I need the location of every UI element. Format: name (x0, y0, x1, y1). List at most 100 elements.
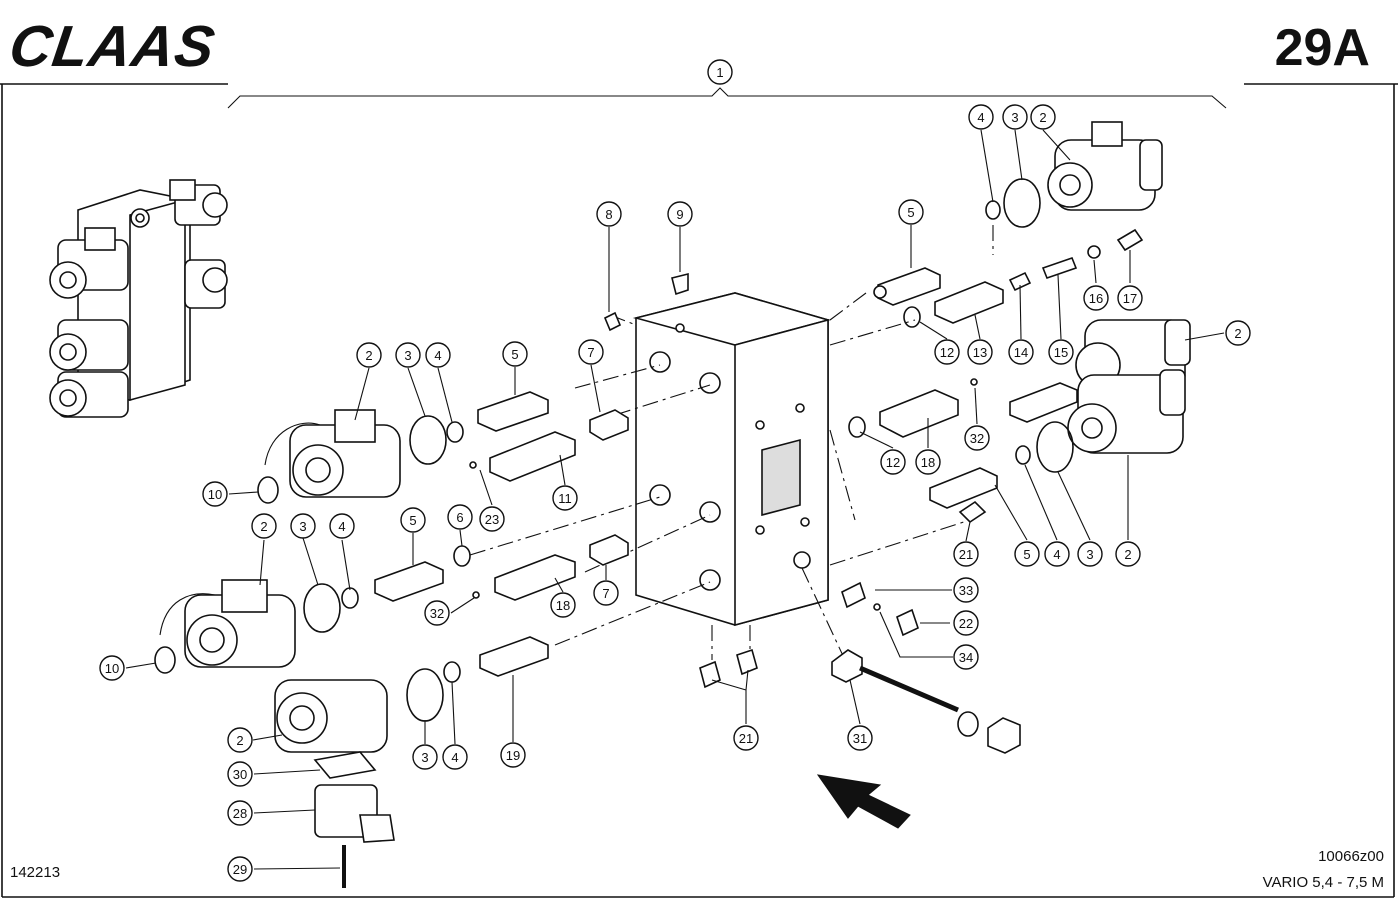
callout-circle (578, 339, 604, 365)
callout-4: 4 (329, 513, 355, 539)
callout-30: 30 (227, 761, 253, 787)
callout-label: 34 (959, 650, 973, 665)
callout-circle (953, 644, 979, 670)
bottom-fittings (699, 648, 758, 689)
callout-5: 5 (400, 507, 426, 533)
callout-label: 6 (456, 510, 463, 525)
callout-circle (1117, 285, 1143, 311)
callout-label: 32 (430, 606, 444, 621)
callout-circle (424, 600, 450, 626)
callout-label: 17 (1123, 291, 1137, 306)
callout-label: 9 (676, 207, 683, 222)
callout-label: 2 (1234, 326, 1241, 341)
callout-circle (290, 513, 316, 539)
callout-5: 5 (1014, 541, 1040, 567)
callout-label: 7 (587, 345, 594, 360)
callout-10: 10 (202, 481, 228, 507)
callout-label: 2 (260, 519, 267, 534)
callout-4: 4 (968, 104, 994, 130)
callout-circle (964, 425, 990, 451)
callout-circle (968, 104, 994, 130)
model-label: VARIO 5,4 - 7,5 M (1262, 874, 1384, 891)
callout-9: 9 (667, 201, 693, 227)
callout-label: 12 (886, 455, 900, 470)
callout-3: 3 (412, 744, 438, 770)
callout-circle (202, 481, 228, 507)
drawing-code: 10066z00 (1318, 848, 1384, 865)
callout-circle (442, 744, 468, 770)
callout-6: 6 (447, 504, 473, 530)
callout-circle (1048, 339, 1074, 365)
callout-label: 18 (556, 598, 570, 613)
callout-leaders (125, 129, 1225, 870)
callout-8: 8 (596, 201, 622, 227)
callout-7: 7 (578, 339, 604, 365)
callout-label: 10 (105, 661, 119, 676)
callout-29: 29 (227, 856, 253, 882)
callout-circle (227, 727, 253, 753)
callout-28: 28 (227, 800, 253, 826)
callout-34: 34 (953, 644, 979, 670)
callout-2: 2 (1030, 104, 1056, 130)
callout-label: 3 (421, 750, 428, 765)
callout-circle (550, 592, 576, 618)
callout-label: 33 (959, 583, 973, 598)
callout-label: 4 (434, 348, 441, 363)
callout-label: 16 (1089, 291, 1103, 306)
callout-circle (500, 742, 526, 768)
callout-circle (425, 342, 451, 368)
bolt-assembly (831, 649, 1021, 754)
callout-label: 14 (1014, 345, 1028, 360)
callout-label: 4 (977, 110, 984, 125)
callout-label: 3 (1011, 110, 1018, 125)
callout-circle (99, 655, 125, 681)
callout-label: 32 (970, 431, 984, 446)
callout-4: 4 (1044, 541, 1070, 567)
callout-label: 4 (451, 750, 458, 765)
callout-4: 4 (442, 744, 468, 770)
callout-label: 19 (506, 748, 520, 763)
callout-circle (593, 580, 619, 606)
callout-15: 15 (1048, 339, 1074, 365)
callout-label: 30 (233, 767, 247, 782)
callout-circle (227, 761, 253, 787)
left-cartridges (374, 391, 629, 677)
callout-circle (898, 199, 924, 225)
callout-circle (251, 513, 277, 539)
callout-7: 7 (593, 580, 619, 606)
callout-label: 4 (1053, 547, 1060, 562)
solenoid-top-right (985, 121, 1163, 228)
callout-3: 3 (395, 342, 421, 368)
callout-2: 2 (1115, 541, 1141, 567)
callout-label: 11 (558, 491, 572, 506)
callout-label: 10 (208, 487, 222, 502)
callout-label: 3 (299, 519, 306, 534)
callout-5: 5 (502, 341, 528, 367)
callout-label: 23 (485, 512, 499, 527)
callout-23: 23 (479, 506, 505, 532)
callout-label: 2 (1039, 110, 1046, 125)
callout-18: 18 (915, 449, 941, 475)
callout-circle (1014, 541, 1040, 567)
callout-19: 19 (500, 742, 526, 768)
callout-4: 4 (425, 342, 451, 368)
callout-circle (227, 856, 253, 882)
callout-1: 1 (707, 59, 733, 85)
callout-2: 2 (356, 342, 382, 368)
callout-circle (707, 59, 733, 85)
callout-label: 2 (236, 733, 243, 748)
assembly-overview (49, 179, 228, 418)
valve-block (632, 292, 831, 627)
callout-12: 12 (934, 339, 960, 365)
callout-circle (1077, 541, 1103, 567)
callout-33: 33 (953, 577, 979, 603)
callout-circle (967, 339, 993, 365)
callout-circle (447, 504, 473, 530)
callout-circle (356, 342, 382, 368)
callout-circle (880, 449, 906, 475)
callout-5: 5 (898, 199, 924, 225)
callout-label: 5 (511, 347, 518, 362)
callout-circle (1030, 104, 1056, 130)
